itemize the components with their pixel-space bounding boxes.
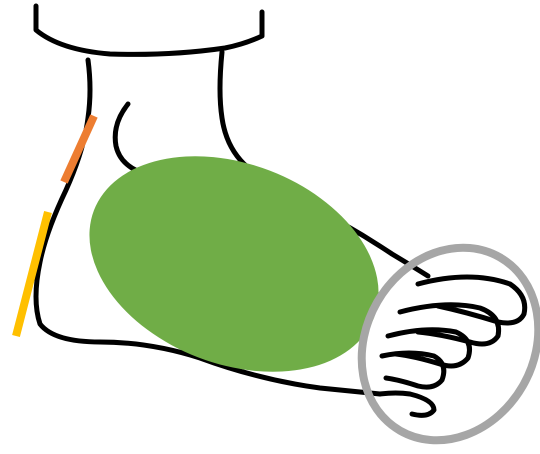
achilles-marker [64,116,94,182]
heel-marker [16,212,48,336]
toe-5-outline [380,393,434,415]
ankle-bone-outline [115,104,140,172]
toe-1-outline [418,277,525,323]
leg-cuff-outline [36,6,262,54]
midfoot-area [58,117,410,411]
